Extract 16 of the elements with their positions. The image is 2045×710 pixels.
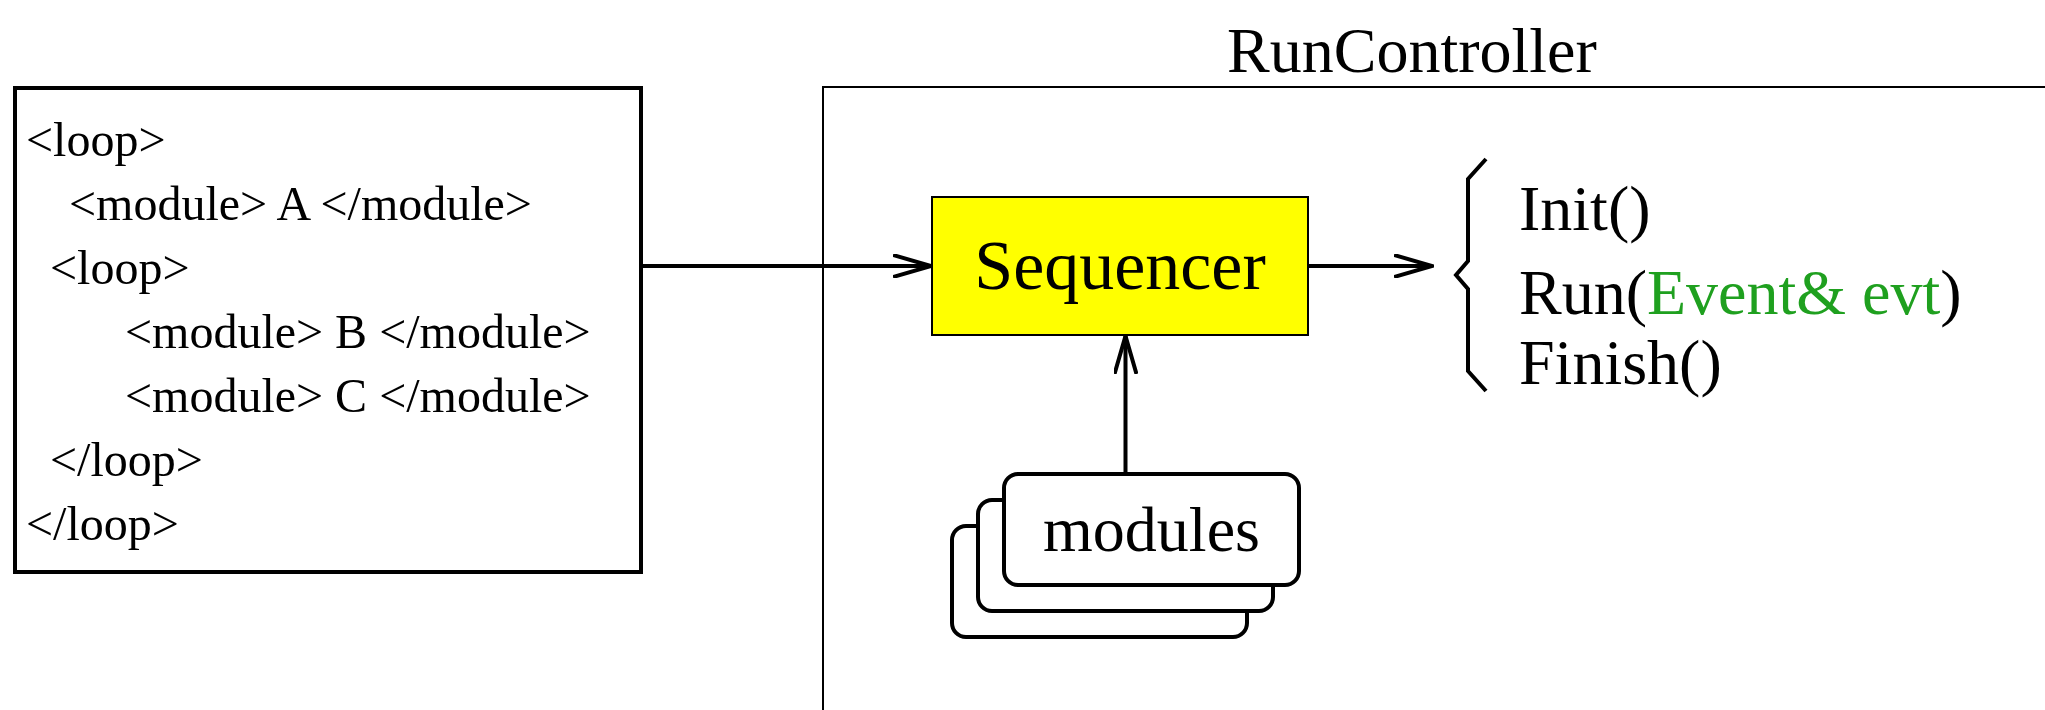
arrow (1112, 334, 1139, 472)
code-line: <module> B </module> (125, 304, 591, 360)
method-name: Init() (1519, 172, 1651, 246)
code-line: </loop> (50, 432, 203, 488)
code-line: <loop> (26, 112, 166, 168)
code-line: <loop> (50, 240, 190, 296)
code-line: </loop> (26, 496, 179, 552)
arrow (643, 253, 933, 279)
code-box (13, 86, 643, 574)
container-title: RunController (1227, 16, 1597, 86)
code-line: <module> A </module> (69, 176, 532, 232)
code-line: <module> C </module> (125, 368, 591, 424)
arrow (1309, 253, 1434, 279)
method-name: Finish() (1519, 327, 1722, 400)
process-box: Sequencer (931, 196, 1309, 336)
method-name: Run(Event& evt) (1519, 256, 1962, 330)
